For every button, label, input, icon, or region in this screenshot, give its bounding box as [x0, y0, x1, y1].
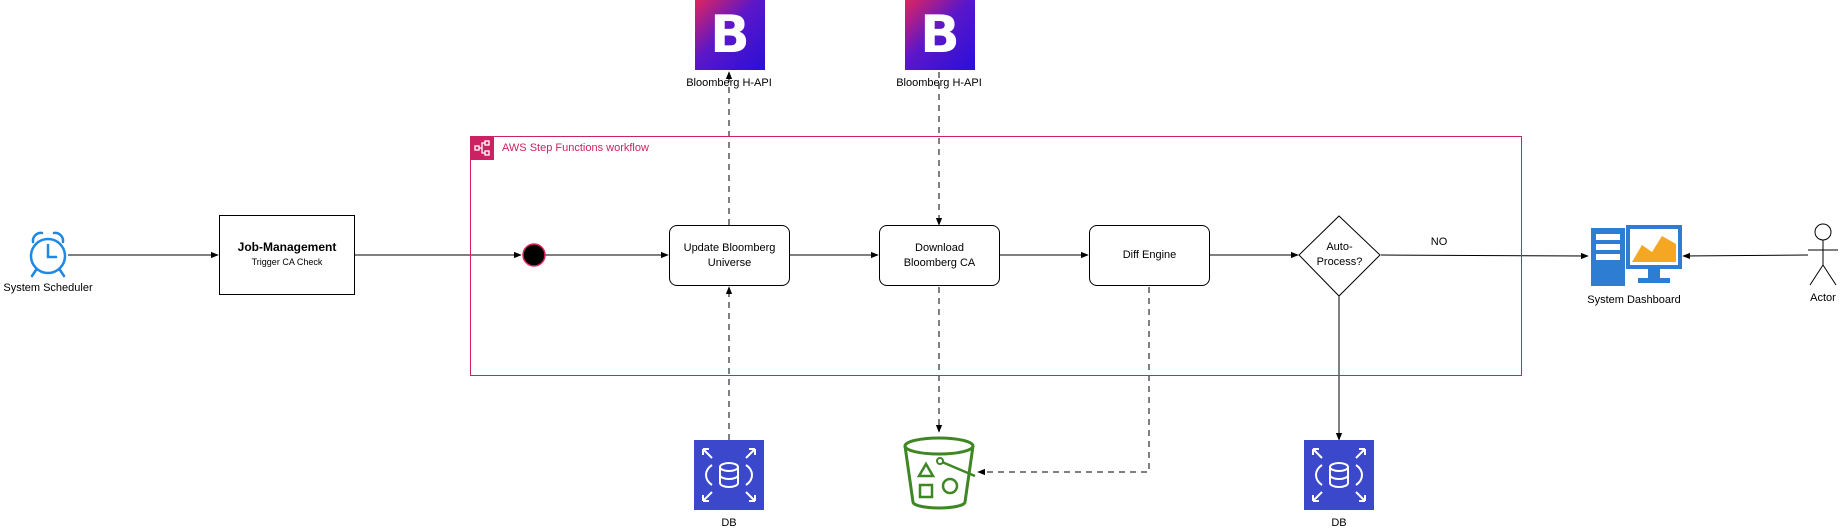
database-icon — [1304, 440, 1374, 510]
edge-diff-to-s3 — [977, 287, 1150, 476]
step-functions-group — [470, 136, 1522, 376]
auto-process-label: Auto- Process? — [1316, 241, 1363, 268]
start-node — [522, 243, 546, 267]
db-label-1: DB — [721, 517, 737, 529]
db-label-2: DB — [1331, 517, 1347, 529]
edge-actor-to-dashboard — [1682, 252, 1809, 260]
download-ca-node[interactable]: Download Bloomberg CA — [879, 225, 1000, 286]
step-functions-icon — [470, 136, 494, 160]
bloomberg-icon: B — [695, 0, 765, 70]
bloomberg-api-label-2: Bloomberg H-API — [896, 77, 982, 89]
job-management-title: Job-Management — [237, 240, 337, 254]
actor-label: Actor — [1810, 292, 1836, 304]
edge-label-no: NO — [1430, 236, 1448, 248]
alarm-clock-icon — [29, 231, 67, 278]
job-management-node[interactable]: Job-Management Trigger CA Check — [219, 215, 355, 295]
bloomberg-api-label-1: Bloomberg H-API — [686, 77, 772, 89]
diff-engine-label: Diff Engine — [1122, 249, 1177, 261]
system-scheduler-label: System Scheduler — [3, 282, 93, 294]
update-universe-label-line1: Update Bloomberg — [683, 241, 776, 254]
decision-diamond — [1298, 215, 1381, 297]
download-ca-label-line1: Download — [915, 241, 964, 254]
download-ca-label-line2: Bloomberg CA — [903, 256, 976, 269]
edge-decision-no-to-dashboard — [1380, 252, 1589, 260]
actor-icon — [1808, 223, 1838, 286]
dashboard-icon — [1591, 225, 1682, 286]
group-title: AWS Step Functions workflow — [502, 142, 649, 154]
update-universe-label-line2: Universe — [707, 256, 752, 269]
job-management-subtitle: Trigger CA Check — [251, 257, 323, 267]
diff-engine-node[interactable]: Diff Engine — [1089, 225, 1210, 286]
system-dashboard-label: System Dashboard — [1587, 294, 1681, 306]
bloomberg-icon: B — [905, 0, 975, 70]
update-universe-node[interactable]: Update Bloomberg Universe — [669, 225, 790, 286]
s3-bucket-icon — [903, 436, 976, 510]
database-icon — [694, 440, 764, 510]
